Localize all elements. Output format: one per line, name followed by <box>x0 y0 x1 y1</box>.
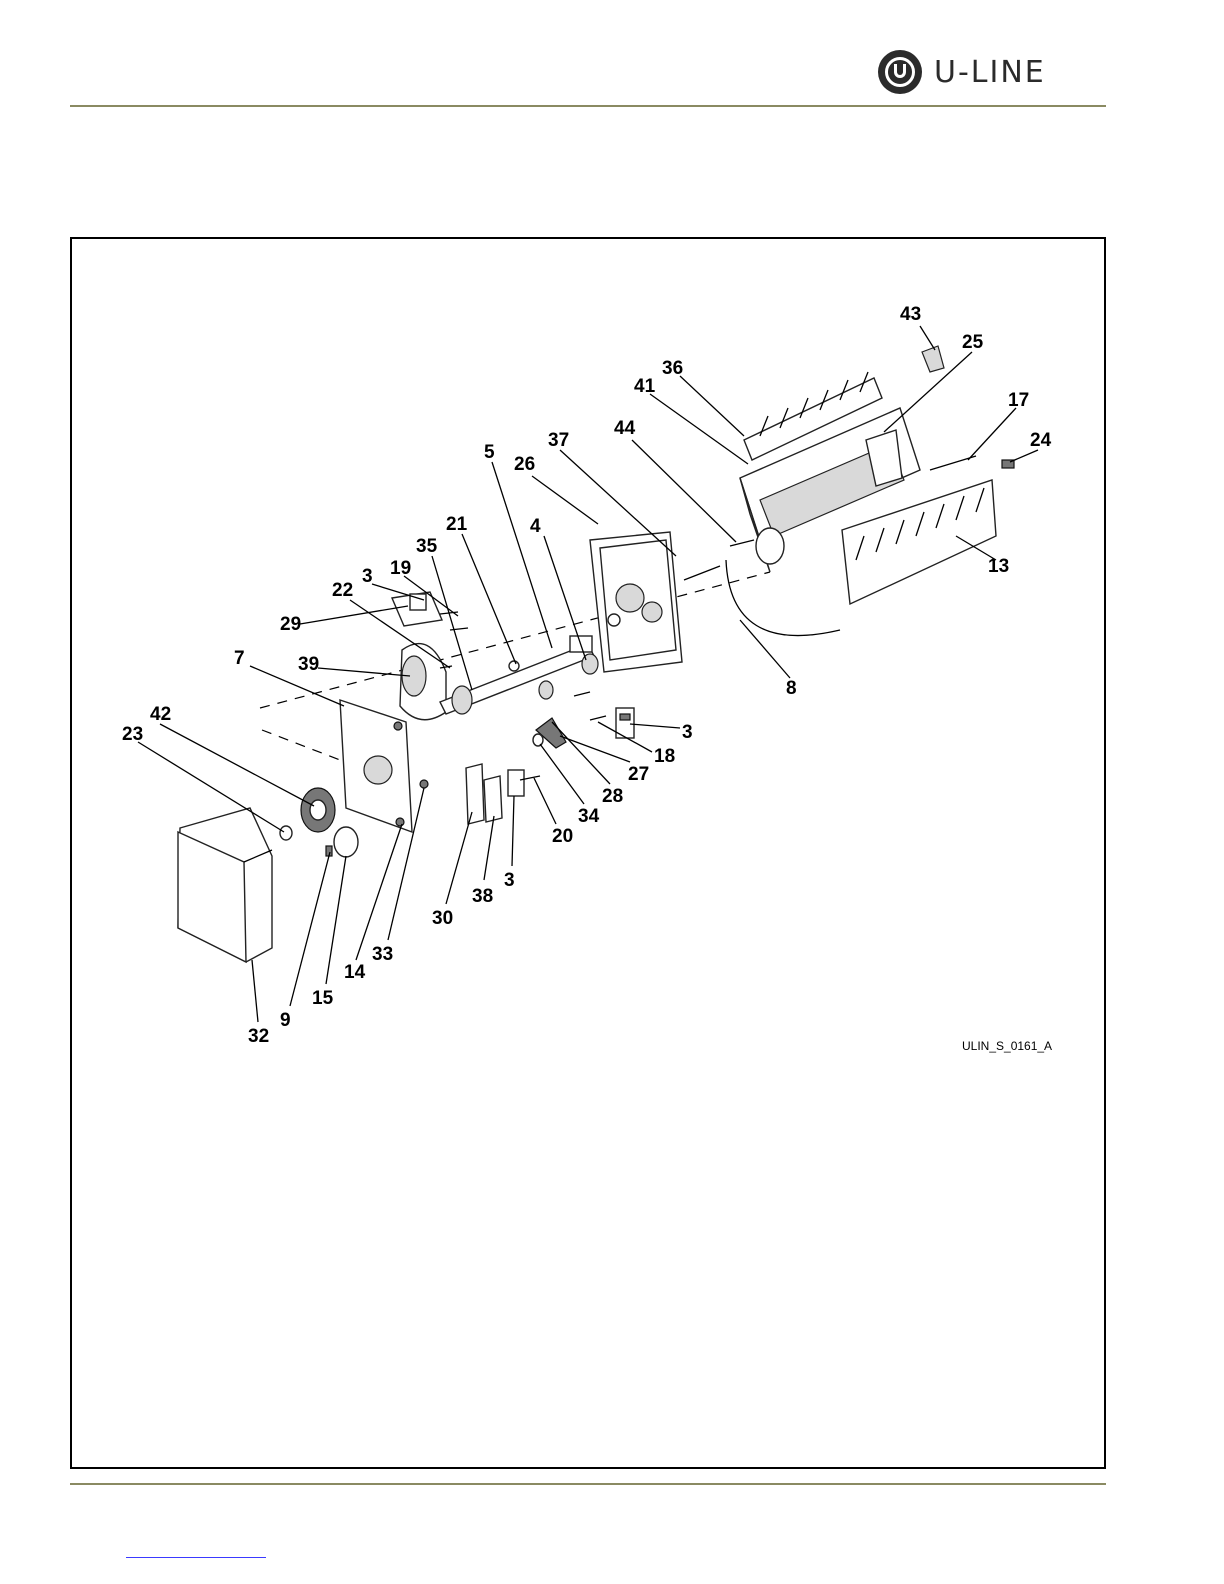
callout-22: 22 <box>332 580 353 601</box>
callout-27: 27 <box>628 764 649 785</box>
part-42-gear <box>301 788 335 832</box>
callout-36: 36 <box>662 358 683 379</box>
part-32-cover <box>178 808 272 962</box>
callout-30: 30 <box>432 908 453 929</box>
callout-26: 26 <box>514 454 535 475</box>
part-43-clip <box>922 346 944 372</box>
diagram-id-label: ULIN_S_0161_A <box>962 1039 1052 1053</box>
callout-28: 28 <box>602 786 623 807</box>
part-35-shaft <box>440 636 594 714</box>
callout-29: 29 <box>280 614 301 635</box>
callout-23: 23 <box>122 724 143 745</box>
callout-13: 13 <box>988 556 1009 577</box>
footer-rule <box>70 1483 1106 1485</box>
callout-37: 37 <box>548 430 569 451</box>
part-44-pin <box>730 540 754 546</box>
part-18-pin <box>590 716 606 720</box>
callout-38: 38 <box>472 886 493 907</box>
callout-3-right: 3 <box>682 722 693 743</box>
part-29-bracket <box>392 592 442 626</box>
callout-41: 41 <box>634 376 656 397</box>
part-19-screw-b <box>450 628 468 630</box>
callout-18: 18 <box>654 746 675 767</box>
part-30-switch-mount <box>466 764 484 824</box>
callout-43: 43 <box>900 304 921 325</box>
callout-20: 20 <box>552 826 573 847</box>
part-39-motor <box>400 644 446 720</box>
callout-42: 42 <box>150 704 171 725</box>
footer-link-underline[interactable] <box>126 1557 266 1558</box>
part-13-heater-shield <box>842 480 996 604</box>
callout-5: 5 <box>484 442 495 463</box>
callout-21: 21 <box>446 514 468 535</box>
callout-39: 39 <box>298 654 319 675</box>
callout-14: 14 <box>344 962 366 983</box>
callout-32: 32 <box>248 1026 269 1047</box>
callout-24: 24 <box>1030 430 1052 451</box>
part-7-mounting-plate <box>340 700 428 832</box>
callout-19: 19 <box>390 558 411 579</box>
callout-33: 33 <box>372 944 393 965</box>
callout-8: 8 <box>786 678 797 699</box>
part-23-washer <box>280 826 292 840</box>
callout-3-lower: 3 <box>504 870 515 891</box>
callout-3-upper: 3 <box>362 566 373 587</box>
callout-34: 34 <box>578 806 600 827</box>
part-38-insulator <box>484 776 502 822</box>
part-28-bushing <box>539 681 553 699</box>
part-26-gear-housing <box>590 532 682 672</box>
callout-4: 4 <box>530 516 541 537</box>
assembly-axis-2 <box>262 730 340 760</box>
part-bolt <box>574 692 590 696</box>
part-21-washer <box>509 661 519 671</box>
part-34-washer <box>533 734 543 746</box>
part-15-disc <box>334 827 358 857</box>
callout-7: 7 <box>234 648 245 669</box>
callout-25: 25 <box>962 332 984 353</box>
callout-17: 17 <box>1008 390 1029 411</box>
callout-35: 35 <box>416 536 438 557</box>
callout-15: 15 <box>312 988 334 1009</box>
callout-44: 44 <box>614 418 636 439</box>
callout-9: 9 <box>280 1010 291 1031</box>
part-3-switch-bottom <box>508 770 524 796</box>
part-37-connector <box>684 566 720 580</box>
